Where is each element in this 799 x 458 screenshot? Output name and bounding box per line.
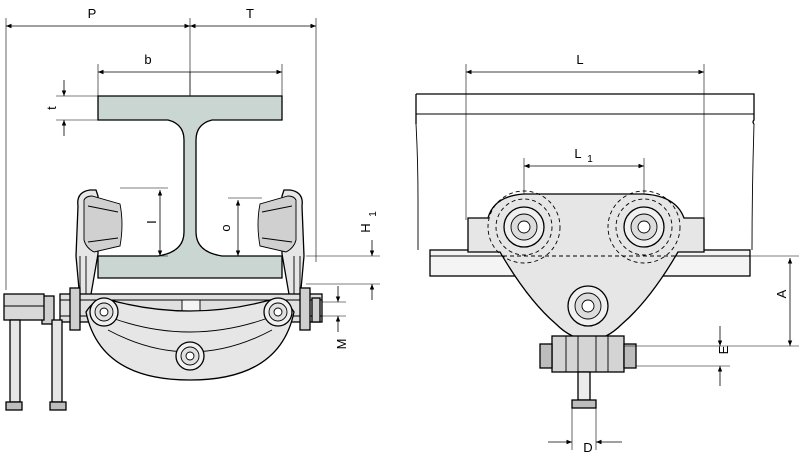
label-d: D: [583, 440, 592, 455]
side-view: L L 1: [415, 52, 799, 455]
front-view: P T b t I: [3, 6, 380, 411]
label-l1: L: [574, 146, 581, 161]
dimension-a: A: [624, 255, 799, 347]
dimension-o: o: [218, 197, 262, 256]
dimension-d: D: [548, 408, 622, 455]
right-side-plate: [257, 189, 305, 301]
label-p: P: [88, 6, 97, 21]
left-side-plate: [75, 189, 123, 301]
label-l1-subscript: 1: [587, 154, 593, 165]
label-i: I: [144, 220, 159, 224]
label-l: L: [576, 52, 583, 67]
dimension-l: L: [465, 52, 705, 220]
dimension-t: T: [190, 6, 317, 262]
suspension-eye: [175, 341, 205, 371]
dimension-i: I: [120, 187, 168, 257]
hand-crank-bracket: [3, 293, 67, 411]
dimension-h1: H 1: [306, 211, 380, 300]
suspension-bolt: [567, 285, 609, 327]
bolt-left: [89, 297, 119, 327]
wheel-right: [607, 190, 681, 264]
label-b: b: [144, 52, 151, 67]
label-h1: H: [358, 223, 373, 232]
dimension-flange-thickness: t: [44, 80, 98, 136]
label-t-flange: t: [44, 106, 59, 110]
wheel-left: [487, 190, 561, 264]
dimension-e: E: [636, 326, 731, 386]
bolt-right: [263, 297, 293, 327]
label-h1-subscript: 1: [368, 211, 379, 217]
hook-fitting: [539, 335, 637, 409]
label-e: E: [716, 345, 731, 354]
i-beam-section: [97, 95, 283, 279]
dimension-m: M: [322, 286, 349, 349]
label-t-top: T: [246, 6, 254, 21]
label-m: M: [334, 339, 349, 350]
label-o: o: [218, 224, 233, 231]
label-a: A: [774, 289, 789, 298]
